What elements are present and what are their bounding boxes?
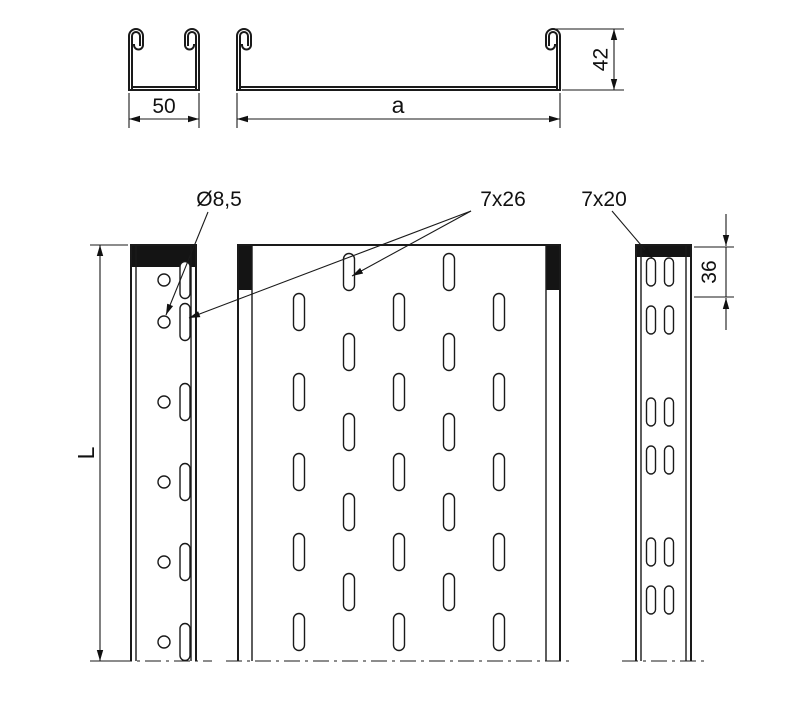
hole-diameter-label: Ø8,5 (196, 188, 242, 211)
middle-panel-perforation (292, 252, 506, 652)
right-panel-perforation (645, 257, 675, 615)
slot-hole (442, 412, 456, 452)
slot-hole (342, 572, 356, 612)
slot-hole (492, 452, 506, 492)
middle-panel-left-hook-band (239, 246, 252, 290)
slot-hole (442, 492, 456, 532)
slot-hole (663, 445, 675, 475)
slot-hole (492, 532, 506, 572)
round-hole (157, 475, 171, 489)
slot-hole (645, 537, 657, 567)
middle-panel-right-hook-band (546, 246, 559, 290)
left-panel-view (130, 244, 197, 662)
tray-length-value: L (73, 446, 99, 459)
slot-hole (179, 382, 191, 422)
dimension-small-width: 50 (128, 93, 200, 128)
slot-hole (645, 445, 657, 475)
slot-hole (492, 612, 506, 652)
left-panel-perforation (157, 260, 191, 662)
callout-hole-diameter: Ø8,5 (165, 188, 242, 316)
slot-hole (645, 585, 657, 615)
slot-hole (645, 257, 657, 287)
slot-hole (442, 572, 456, 612)
slot-hole (179, 542, 191, 582)
slot-hole (492, 292, 506, 332)
round-hole (157, 555, 171, 569)
round-hole (157, 315, 171, 329)
slot-hole (442, 332, 456, 372)
slot-hole (292, 292, 306, 332)
slot-hole (663, 305, 675, 335)
dimension-side-spacing: 36 (694, 214, 734, 330)
callout-slot-side: 7x20 (581, 188, 653, 259)
slot-hole (392, 372, 406, 412)
slot-main-label: 7x26 (480, 188, 526, 211)
slot-hole (342, 332, 356, 372)
right-panel-end-band (637, 246, 690, 257)
slot-side-label: 7x20 (581, 188, 627, 211)
slot-hole (663, 537, 675, 567)
dimension-large-width: a (236, 92, 561, 128)
large-channel-cross-section (236, 28, 561, 91)
slot-hole (392, 532, 406, 572)
slot-hole (179, 302, 191, 342)
slot-hole (292, 452, 306, 492)
slot-hole (492, 372, 506, 412)
slot-hole (179, 462, 191, 502)
slot-hole (645, 397, 657, 427)
slot-hole (442, 252, 456, 292)
middle-panel-view (237, 244, 561, 661)
profile-height-value: 42 (590, 48, 613, 71)
slot-hole (645, 305, 657, 335)
slot-hole (392, 612, 406, 652)
slot-hole (292, 532, 306, 572)
round-hole (157, 635, 171, 649)
slot-hole (663, 397, 675, 427)
slot-hole (663, 585, 675, 615)
slot-hole (179, 622, 191, 662)
slot-hole (392, 292, 406, 332)
small-channel-cross-section (128, 28, 200, 91)
large-width-value: a (392, 92, 405, 118)
slot-hole (663, 257, 675, 287)
callout-slot-main: 7x26 (188, 188, 526, 319)
round-hole (157, 273, 171, 287)
slot-hole (292, 612, 306, 652)
slot-hole (292, 372, 306, 412)
dimension-tray-length: L (73, 244, 128, 662)
small-width-value: 50 (152, 95, 175, 118)
round-hole (157, 395, 171, 409)
slot-hole (342, 492, 356, 532)
slot-hole (342, 412, 356, 452)
left-panel-end-band (132, 246, 195, 267)
side-spacing-value: 36 (698, 260, 721, 283)
dimension-profile-height: 42 (555, 28, 624, 91)
right-panel-view (635, 244, 692, 661)
slot-hole (392, 452, 406, 492)
